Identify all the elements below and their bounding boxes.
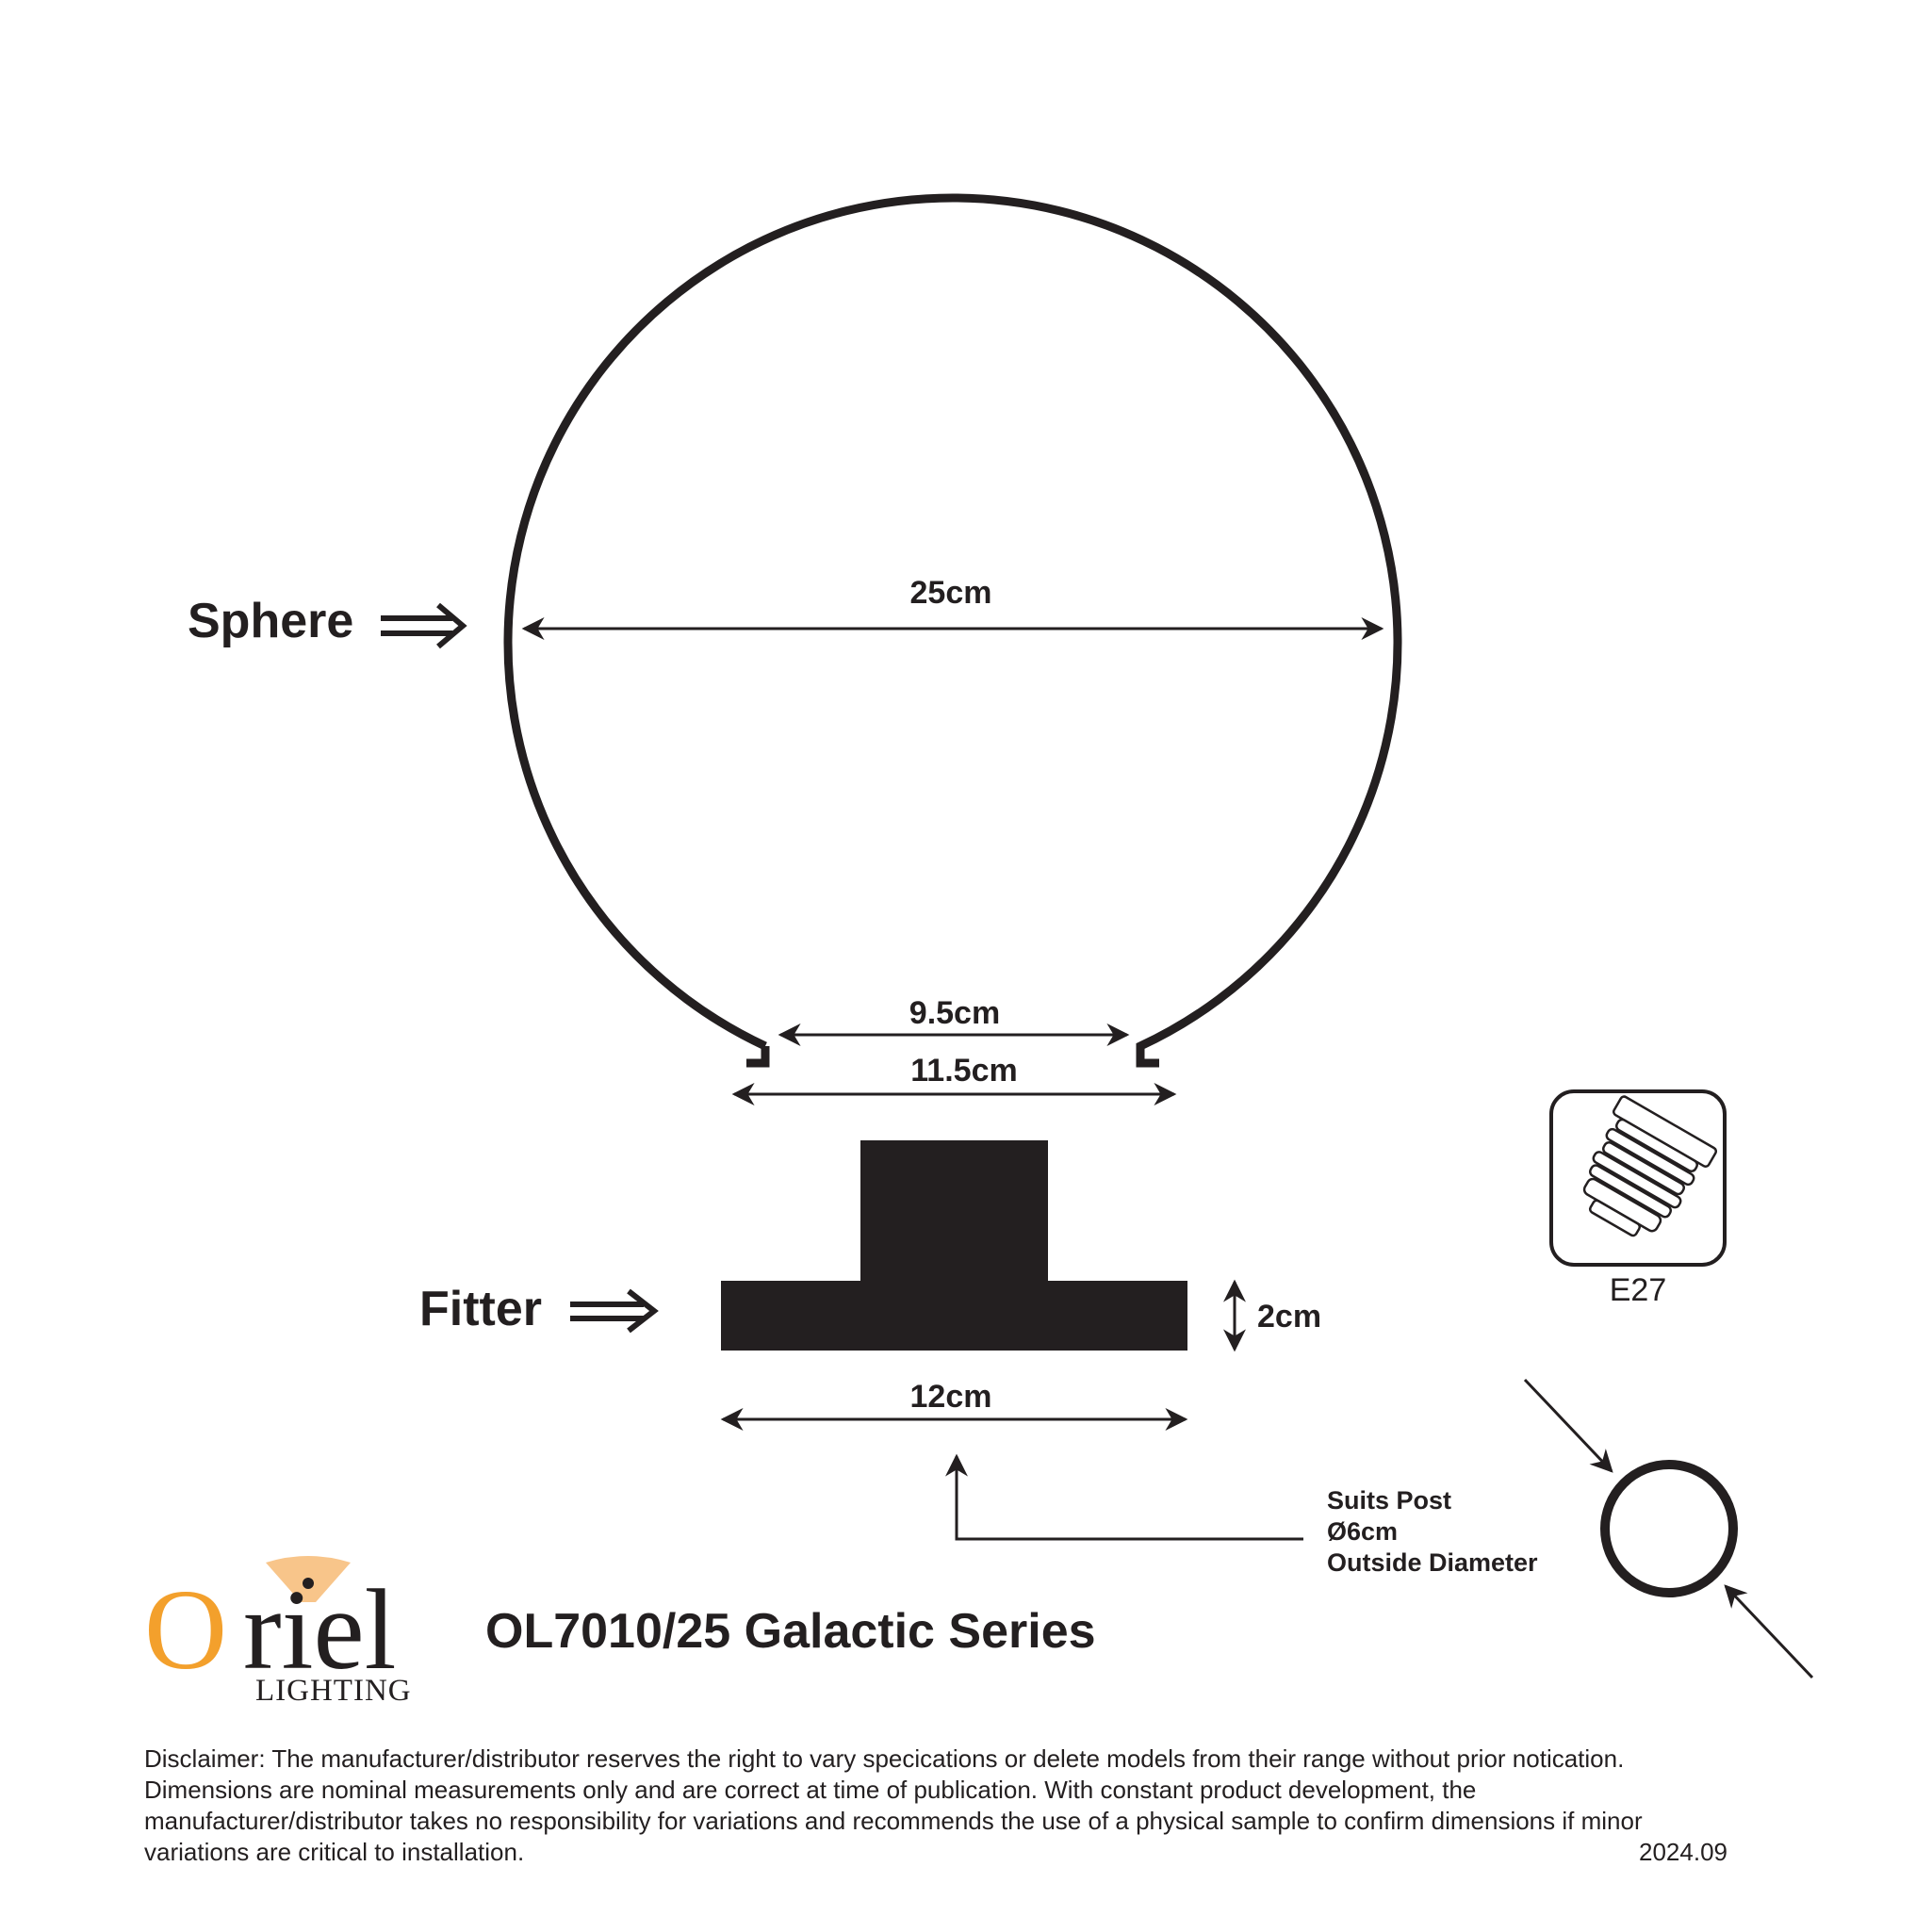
post-line-3: Outside Diameter — [1327, 1548, 1538, 1577]
post-ring-icon — [1600, 1460, 1738, 1597]
fitter-pointer-arrow-icon — [570, 1288, 659, 1334]
post-arrow-bottom-right — [1724, 1584, 1814, 1679]
fitter-label: Fitter — [419, 1282, 542, 1336]
e27-bulb-base-icon — [1582, 1095, 1718, 1237]
post-line-2: Ø6cm — [1327, 1517, 1398, 1546]
fitter-shape — [721, 1140, 1187, 1351]
post-arrow-top-left — [1523, 1378, 1613, 1473]
post-leader-line — [945, 1453, 1303, 1541]
opening-inner-label: 9.5cm — [909, 995, 1000, 1031]
fitter-width-label: 12cm — [910, 1379, 992, 1415]
disclaimer: Disclaimer: The manufacturer/distributor… — [144, 1744, 1765, 1868]
disclaimer-line-1: Disclaimer: The manufacturer/distributor… — [144, 1744, 1625, 1773]
brand-logo: O riel LIGHTING — [144, 1556, 412, 1708]
opening-outer-label: 11.5cm — [910, 1053, 1017, 1089]
disclaimer-line-3: manufacturer/distributor takes no respon… — [144, 1807, 1643, 1835]
brand-wordmark-rest: riel — [243, 1566, 397, 1694]
product-title: OL7010/25 Galactic Series — [485, 1604, 1096, 1659]
disclaimer-line-4: variations are critical to installation. — [144, 1838, 525, 1866]
logo-bulb-dot-icon — [303, 1578, 314, 1589]
fitter-height-label: 2cm — [1257, 1299, 1321, 1334]
socket-label: E27 — [1610, 1272, 1667, 1308]
sphere-outline — [503, 193, 1402, 1068]
brand-subtitle: LIGHTING — [255, 1674, 412, 1708]
post-line-1: Suits Post — [1327, 1486, 1451, 1514]
disclaimer-line-2: Dimensions are nominal measurements only… — [144, 1776, 1477, 1804]
brand-wordmark-o: O — [144, 1566, 227, 1694]
sphere-pointer-arrow-icon — [381, 602, 467, 649]
sphere-label: Sphere — [188, 594, 353, 648]
sphere-diameter-label: 25cm — [910, 575, 992, 611]
publication-date: 2024.09 — [1639, 1838, 1727, 1866]
